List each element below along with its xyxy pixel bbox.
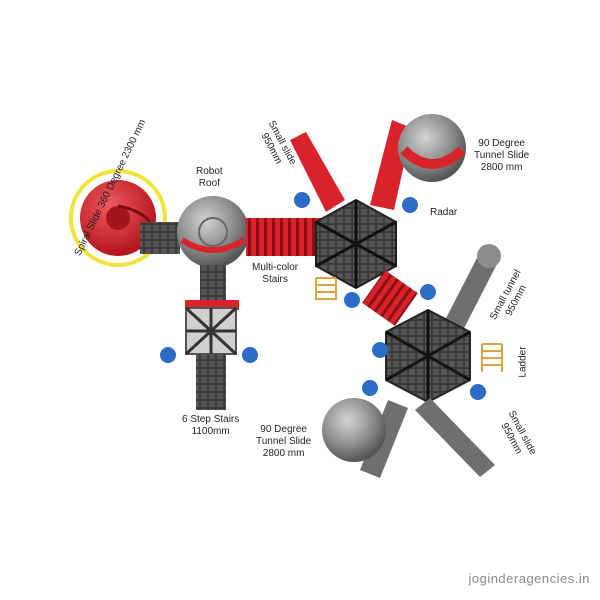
blue-steering-wheels: [160, 192, 486, 400]
watermark: joginderagencies.in: [468, 571, 590, 586]
label-ladder: Ladder: [517, 346, 529, 378]
label-tunnel-slide-top: 90 Degree Tunnel Slide 2800 mm: [474, 138, 530, 173]
small-tunnel: [440, 244, 501, 340]
robot-roof-tower: [177, 196, 249, 268]
label-robot-roof: Robot Roof: [196, 166, 223, 189]
connector-stairs: [362, 270, 418, 326]
red-bridge: [246, 218, 322, 256]
label-multicolor-stairs: Multi-color Stairs: [252, 262, 299, 285]
left-tower: [184, 265, 239, 410]
top-small-slide: [290, 132, 345, 212]
spiral-slide: [69, 169, 180, 267]
upper-hex-deck: [315, 198, 397, 290]
lower-hex-deck: [385, 308, 471, 404]
right-ladder: [481, 343, 503, 372]
label-step-stairs: 6 Step Stairs 1100mm: [182, 414, 240, 437]
top-tunnel-slide: [370, 114, 466, 210]
bottom-tunnel-slide: [322, 398, 408, 478]
bottom-small-slide: [415, 398, 495, 477]
left-ladder: [315, 277, 337, 300]
label-tunnel-slide-bottom: 90 Degree Tunnel Slide 2800 mm: [256, 424, 312, 459]
label-radar: Radar: [430, 207, 458, 218]
